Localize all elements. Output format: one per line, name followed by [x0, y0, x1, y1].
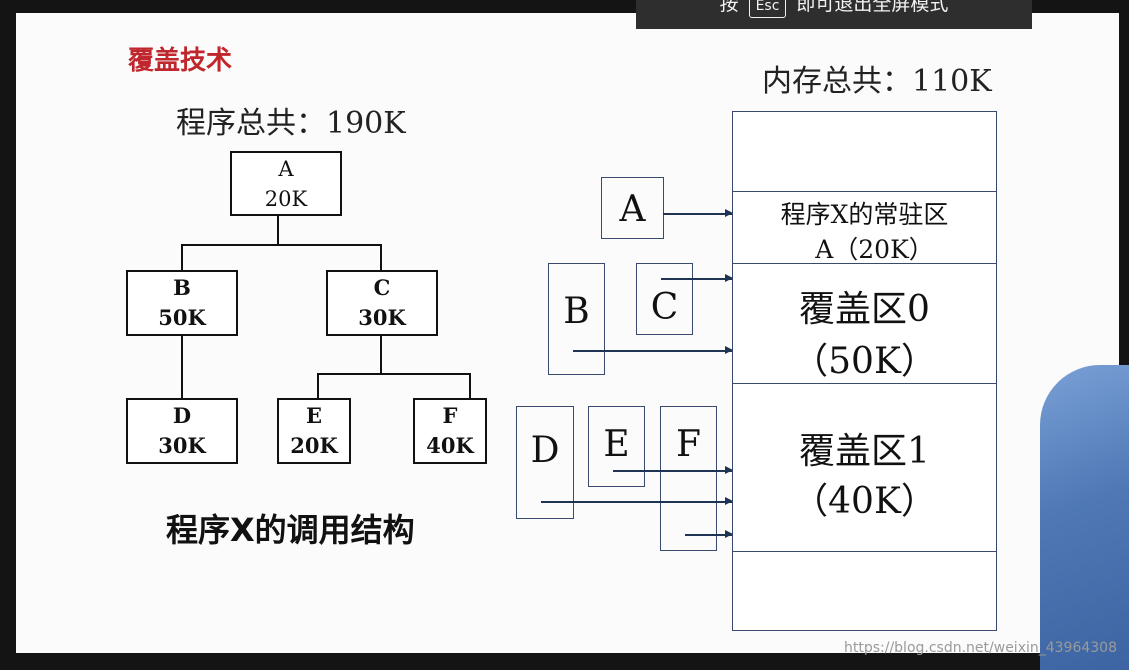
tree-node-b: B 50K	[126, 270, 238, 336]
connector	[181, 336, 183, 399]
module-f: F	[660, 406, 717, 551]
overlay1-label: 覆盖区1	[799, 431, 930, 472]
module-a: A	[601, 177, 664, 239]
connector	[317, 373, 470, 375]
overlay0-label: 覆盖区0	[799, 289, 930, 330]
banner-suffix: 即可退出全屏模式	[796, 0, 949, 15]
overlay-area-1	[733, 384, 996, 552]
connector	[181, 244, 381, 246]
arrow-e-to-overlay1	[613, 467, 733, 473]
tree-node-d: D 30K	[126, 398, 238, 464]
arrow-d-to-overlay1	[541, 498, 733, 504]
module-c: C	[636, 263, 693, 335]
watermark: https://blog.csdn.net/weixin_43964308	[843, 640, 1117, 656]
connector	[277, 215, 279, 245]
module-b: B	[548, 263, 605, 375]
module-e: E	[588, 406, 645, 487]
module-d: D	[516, 406, 574, 519]
overlay1-size: （40K）	[792, 481, 937, 522]
node-name: E	[305, 403, 322, 428]
node-size: 20K	[264, 186, 308, 211]
banner-prefix: 按	[719, 0, 739, 15]
memory-free-top	[733, 112, 996, 192]
presenter-image	[1040, 365, 1129, 670]
node-size: 30K	[358, 305, 406, 330]
connector	[380, 244, 382, 271]
connector	[380, 336, 382, 374]
program-total: 程序总共：190K	[176, 106, 406, 141]
node-size: 30K	[158, 433, 206, 458]
connector	[469, 373, 471, 399]
resident-label: 程序X的常驻区	[780, 200, 949, 229]
node-name: C	[373, 275, 391, 300]
node-size: 20K	[290, 433, 338, 458]
memory-layout: 程序X的常驻区 A（20K） 覆盖区0 （50K） 覆盖区1 （40K）	[732, 111, 997, 631]
structure-caption: 程序X的调用结构	[166, 511, 415, 549]
arrow-f-to-overlay1	[685, 531, 733, 537]
overlay0-size: （50K）	[792, 341, 937, 382]
tree-node-a: A 20K	[230, 151, 342, 216]
tree-node-e: E 20K	[277, 398, 351, 464]
node-name: B	[173, 275, 191, 300]
resident-area	[733, 192, 996, 264]
resident-size: A（20K）	[815, 235, 934, 264]
connector	[317, 373, 319, 399]
memory-total: 内存总共：110K	[762, 64, 992, 99]
overlay-area-0	[733, 264, 996, 384]
esc-key: Esc	[748, 0, 787, 18]
slide-title: 覆盖技术	[128, 46, 233, 76]
node-size: 40K	[426, 433, 474, 458]
connector	[181, 244, 183, 271]
node-name: F	[442, 403, 458, 428]
tree-node-c: C 30K	[326, 270, 438, 336]
arrow-a-to-resident	[663, 210, 733, 216]
arrow-b-to-overlay0	[573, 347, 733, 353]
arrow-c-to-overlay0	[661, 275, 733, 281]
node-name: D	[172, 403, 192, 428]
node-size: 50K	[158, 305, 206, 330]
node-name: A	[278, 156, 294, 181]
fullscreen-banner: 按 Esc 即可退出全屏模式	[636, 0, 1032, 29]
tree-node-f: F 40K	[413, 398, 487, 464]
